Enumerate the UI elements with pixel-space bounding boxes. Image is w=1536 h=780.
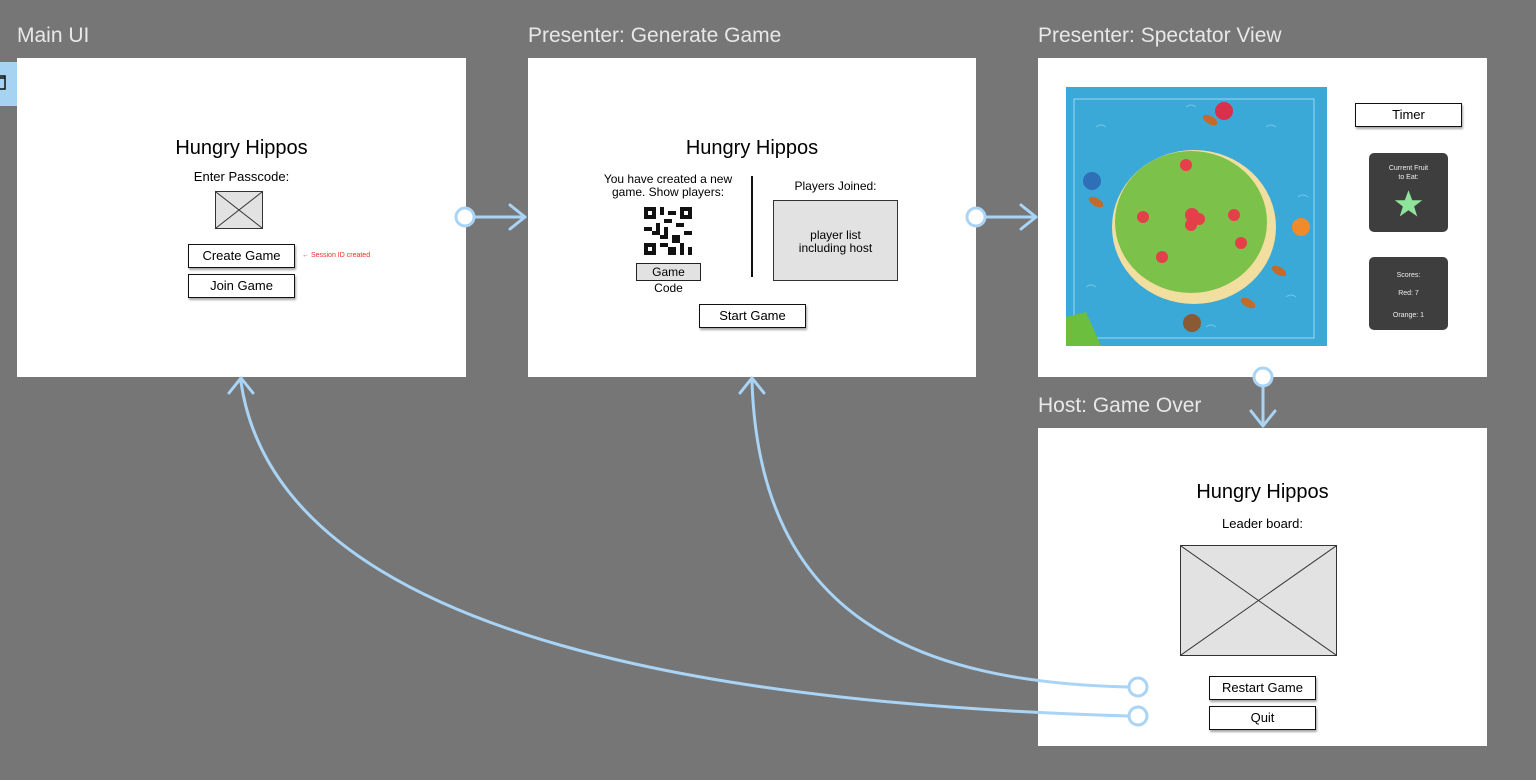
current-fruit-card: Current Fruit to Eat: [1369, 153, 1448, 232]
arrow-head-icon [227, 376, 255, 395]
connector-quit-to-main [239, 380, 1130, 718]
frame-title-game-over: Host: Game Over [1038, 394, 1202, 417]
arrow-head-icon [1019, 203, 1038, 231]
score-orange: Orange: 1 [1392, 312, 1425, 319]
arrow-head-icon [508, 203, 527, 231]
spectator-view-frame: Timer Current Fruit to Eat: Scores: Red:… [1038, 58, 1487, 377]
image-placeholder-icon [1181, 546, 1336, 655]
current-fruit-label-line1: Current Fruit [1388, 165, 1429, 172]
game-board [1066, 87, 1327, 346]
created-message-line1: You have created a new [603, 172, 733, 186]
panel-icon [0, 75, 6, 90]
created-message-line2: game. Show players: [611, 185, 725, 199]
generate-game-frame: Hungry Hippos You have created a new gam… [528, 58, 976, 377]
players-joined-label: Players Joined: [794, 179, 877, 193]
player-list-box: player list including host [773, 200, 898, 281]
join-game-button[interactable]: Join Game [188, 274, 295, 298]
left-panel-tab[interactable] [0, 62, 17, 106]
qr-code-icon [644, 206, 692, 256]
create-game-button[interactable]: Create Game [188, 244, 295, 268]
leaderboard-label: Leader board: [1222, 516, 1303, 531]
scores-label: Scores: [1396, 272, 1421, 279]
game-over-frame: Hungry Hippos Leader board: Restart Game… [1038, 428, 1487, 746]
arrow-head-icon [738, 376, 766, 395]
app-title: Hungry Hippos [1196, 481, 1329, 503]
leaderboard-placeholder [1180, 545, 1337, 656]
scores-card: Scores: Red: 7 Orange: 1 [1369, 257, 1448, 330]
main-ui-frame: Hungry Hippos Enter Passcode: Create Gam… [17, 58, 466, 377]
app-title: Hungry Hippos [685, 137, 819, 159]
arrow-head-icon [1249, 409, 1277, 428]
score-red: Red: 7 [1398, 290, 1419, 297]
app-title: Hungry Hippos [175, 137, 308, 159]
star-icon [1394, 190, 1423, 217]
frame-title-spectator-view: Presenter: Spectator View [1038, 24, 1282, 47]
passcode-label: Enter Passcode: [193, 169, 290, 184]
image-placeholder-icon [216, 192, 262, 228]
passcode-input-placeholder[interactable] [215, 191, 263, 229]
frame-title-generate-game: Presenter: Generate Game [528, 24, 782, 47]
current-fruit-label-line2: to Eat: [1398, 174, 1419, 181]
restart-game-button[interactable]: Restart Game [1209, 676, 1316, 700]
player-list-text-line2: including host [798, 241, 873, 255]
divider [751, 176, 753, 277]
game-code-box[interactable]: Game Code [636, 263, 701, 295]
timer-box: Timer [1355, 103, 1462, 127]
frame-title-main-ui: Main UI [17, 24, 90, 47]
quit-button[interactable]: Quit [1209, 706, 1316, 730]
session-id-annotation: ← Session ID created [302, 252, 371, 259]
player-list-text-line1: player list [810, 228, 861, 242]
start-game-button[interactable]: Start Game [699, 304, 806, 328]
